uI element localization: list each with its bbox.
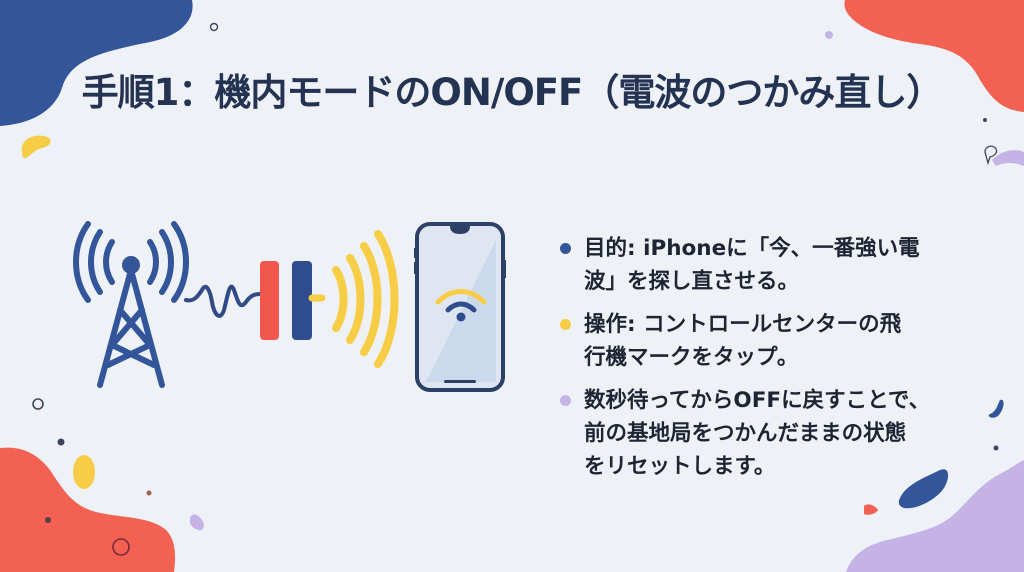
navy-dot-bottom-left xyxy=(57,438,65,446)
smartphone-icon xyxy=(414,222,506,392)
bullet-line: 目的: iPhoneに「今、一番強い電 xyxy=(584,236,920,261)
brown-dot xyxy=(146,490,152,496)
yellow-bean xyxy=(21,135,51,159)
bullet-line: 行機マークをタップ。 xyxy=(584,345,799,370)
ring-top xyxy=(209,22,219,32)
signal-illustration xyxy=(73,221,506,392)
navy-dot-right-bottom xyxy=(993,445,999,451)
ring-bottom-left xyxy=(32,398,44,410)
bullet-dot-lavender xyxy=(560,395,571,406)
navy-crescent xyxy=(988,399,1004,418)
bullet-line: をリセットします。 xyxy=(584,454,776,479)
lavender-dot-top xyxy=(825,31,833,39)
coral-blob-bottom-left xyxy=(0,447,176,572)
bullet-dot-yellow xyxy=(560,319,571,330)
coral-triangle xyxy=(864,504,878,515)
bullet-list: 目的: iPhoneに「今、一番強い電 波」を探し直させる。 操作: コントロー… xyxy=(560,232,980,493)
bullet-line: 数秒待ってからOFFに戻すことで、 xyxy=(584,388,931,413)
pin-outline xyxy=(984,145,998,166)
bullet-line: 操作: コントロールセンターの飛 xyxy=(584,312,902,337)
bullet-operation: 操作: コントロールセンターの飛 行機マークをタップ。 xyxy=(560,308,980,374)
bullet-line: 波」を探し直させる。 xyxy=(584,269,800,294)
slide-title: 手順1：機内モードのON/OFF（電波のつかみ直し） xyxy=(81,71,944,114)
bullet-reset: 数秒待ってからOFFに戻すことで、 前の基地局をつかんだままの状態 をリセットし… xyxy=(560,384,980,483)
signal-wave-icon xyxy=(184,284,262,318)
bullet-purpose: 目的: iPhoneに「今、一番強い電 波」を探し直させる。 xyxy=(560,232,980,298)
lavender-arc xyxy=(992,150,1024,166)
navy-dot-right xyxy=(983,118,987,122)
bullet-dot-navy xyxy=(560,243,571,254)
bullet-line: 前の基地局をつかんだままの状態 xyxy=(584,421,907,446)
cell-tower-icon xyxy=(73,221,189,388)
radio-waves-icon xyxy=(332,230,399,368)
wifi-dot xyxy=(456,312,466,322)
airplane-toggle-icon xyxy=(260,261,326,340)
navy-dot-coral xyxy=(45,517,51,523)
wifi-icon xyxy=(435,289,487,313)
yellow-drop xyxy=(73,455,95,489)
tower-top xyxy=(122,256,140,274)
lavender-pebble xyxy=(189,514,204,531)
ring-coral xyxy=(112,538,130,556)
